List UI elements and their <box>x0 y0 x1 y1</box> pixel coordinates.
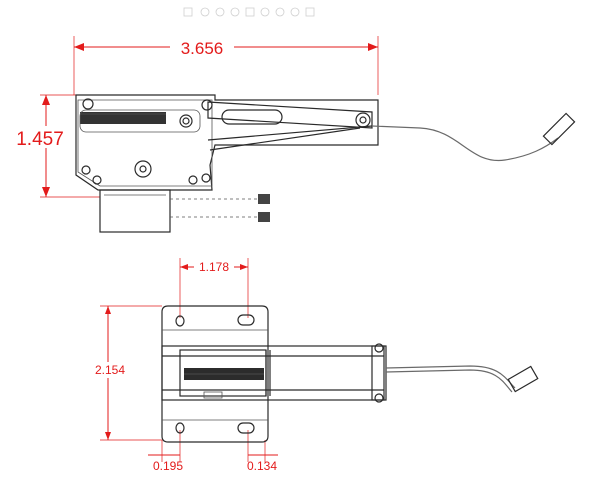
zoom-icon[interactable] <box>215 7 225 17</box>
hole-spacing-label: 1.178 <box>199 260 229 274</box>
arm-slot <box>221 109 283 125</box>
retract-arm <box>207 101 373 129</box>
offset-dimensions: 0.195 0.134 <box>148 430 278 473</box>
mount-block <box>99 189 171 233</box>
retract-body <box>75 94 576 233</box>
side-wire <box>385 365 539 393</box>
height-dimension: 1.457 <box>10 94 100 198</box>
pan-icon[interactable] <box>200 7 210 17</box>
set-screw-icon <box>258 194 270 204</box>
side-connector-icon <box>507 365 539 393</box>
info-icon[interactable] <box>290 7 300 17</box>
top-view: 3.656 1.457 <box>10 36 576 233</box>
close-icon[interactable] <box>305 7 315 17</box>
mechanism <box>161 343 387 403</box>
gear-rack <box>80 112 166 124</box>
select-icon[interactable] <box>183 7 193 17</box>
side-view: 1.178 2.154 0.195 0.134 <box>88 258 539 473</box>
viewer-toolbar <box>183 7 315 17</box>
height-dimension-label: 1.457 <box>16 129 64 150</box>
settings-icon[interactable] <box>275 7 285 17</box>
side-height-label: 2.154 <box>95 363 125 377</box>
side-height-dimension: 2.154 <box>88 305 162 441</box>
print-icon[interactable] <box>260 7 270 17</box>
width-dimension-label: 3.656 <box>181 39 224 58</box>
mount-plate <box>161 305 269 443</box>
right-offset-label: 0.134 <box>247 459 277 473</box>
servo-wire <box>371 125 559 162</box>
left-offset-label: 0.195 <box>153 459 183 473</box>
connector-icon <box>542 112 576 146</box>
width-dimension: 3.656 <box>73 36 379 95</box>
measure-icon[interactable] <box>245 7 255 17</box>
rotate-icon[interactable] <box>230 7 240 17</box>
hole-spacing-dimension: 1.178 <box>179 258 249 318</box>
screw-icon <box>82 98 94 110</box>
